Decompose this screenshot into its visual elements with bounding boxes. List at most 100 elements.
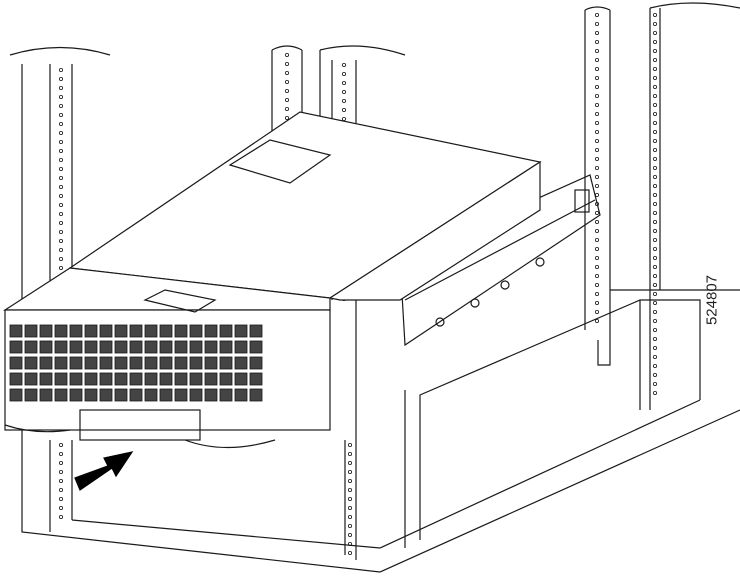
rack-hole — [653, 372, 658, 377]
rack-hole — [653, 67, 658, 72]
rack-hole — [653, 390, 658, 395]
rack-hole — [595, 174, 600, 179]
port — [249, 356, 263, 370]
port — [144, 372, 158, 386]
port — [24, 372, 38, 386]
rack-hole — [341, 81, 346, 86]
port — [249, 324, 263, 338]
port — [69, 372, 83, 386]
port — [114, 388, 128, 402]
rack-hole — [653, 121, 658, 126]
rack-hole — [595, 183, 600, 188]
rack-hole — [653, 327, 658, 332]
port — [99, 340, 113, 354]
port — [39, 372, 53, 386]
rack-hole — [595, 318, 600, 323]
port — [39, 340, 53, 354]
rack-hole — [653, 129, 658, 134]
rack-hole — [595, 147, 600, 152]
rack-hole — [653, 21, 658, 26]
rack-hole — [595, 255, 600, 260]
rack-hole — [653, 282, 658, 287]
rack-hole — [347, 515, 352, 520]
rack-hole — [59, 77, 64, 82]
rack-hole — [653, 156, 658, 161]
rack-hole — [595, 40, 600, 45]
rack-hole — [653, 273, 658, 278]
port — [219, 356, 233, 370]
rack-hole — [653, 309, 658, 314]
rack-hole — [653, 183, 658, 188]
rack-hole — [59, 157, 64, 162]
rack-hole — [59, 139, 64, 144]
port — [9, 340, 23, 354]
rack-hole — [595, 264, 600, 269]
port — [189, 340, 203, 354]
rack-hole — [341, 108, 346, 113]
port — [234, 372, 248, 386]
rack-hole — [347, 460, 352, 465]
port — [189, 324, 203, 338]
rack-hole — [59, 95, 64, 100]
rack-hole — [595, 76, 600, 81]
rack-hole — [653, 255, 658, 260]
rack-front-left-post — [9, 46, 111, 532]
port — [144, 356, 158, 370]
rack-hole — [595, 94, 600, 99]
rack-hole — [284, 62, 289, 67]
port — [99, 324, 113, 338]
rack-hole — [595, 129, 600, 134]
port — [69, 340, 83, 354]
rack-holes — [59, 12, 658, 556]
port — [159, 340, 173, 354]
port — [219, 372, 233, 386]
port — [54, 388, 68, 402]
rack-hole — [347, 469, 352, 474]
rack-hole — [341, 72, 346, 77]
port — [144, 340, 158, 354]
rack-hole — [59, 193, 64, 198]
port — [219, 340, 233, 354]
rack-hole — [653, 147, 658, 152]
port — [69, 356, 83, 370]
port — [9, 388, 23, 402]
rack-hole — [59, 130, 64, 135]
port — [84, 356, 98, 370]
rack-hole — [653, 318, 658, 323]
rack-hole — [653, 58, 658, 63]
rack-hole — [347, 505, 352, 510]
rack-hole — [341, 117, 346, 122]
port — [144, 388, 158, 402]
rack-hole — [347, 478, 352, 483]
port — [204, 340, 218, 354]
rack-hole — [595, 121, 600, 126]
port-grid — [9, 324, 263, 402]
rack-hole — [653, 174, 658, 179]
port — [189, 356, 203, 370]
rack-hole — [595, 30, 600, 35]
rack-hole — [59, 505, 64, 510]
rack-hole — [653, 291, 658, 296]
rack-hole — [653, 345, 658, 350]
port — [114, 340, 128, 354]
rack-hole — [595, 67, 600, 72]
rack-hole — [595, 246, 600, 251]
port — [174, 388, 188, 402]
port — [9, 372, 23, 386]
rack-hole — [59, 496, 64, 501]
rack-hole — [59, 122, 64, 127]
port — [174, 372, 188, 386]
rack-hole — [595, 58, 600, 63]
rack-hole — [284, 80, 289, 85]
port — [174, 340, 188, 354]
rack-hole — [59, 515, 64, 520]
rack-hole — [59, 148, 64, 153]
rack-hole — [347, 451, 352, 456]
rack-hole — [595, 291, 600, 296]
port — [84, 388, 98, 402]
port — [9, 324, 23, 338]
rack-hole — [595, 228, 600, 233]
port — [24, 340, 38, 354]
rack-hole — [595, 219, 600, 224]
rack-hole — [653, 228, 658, 233]
